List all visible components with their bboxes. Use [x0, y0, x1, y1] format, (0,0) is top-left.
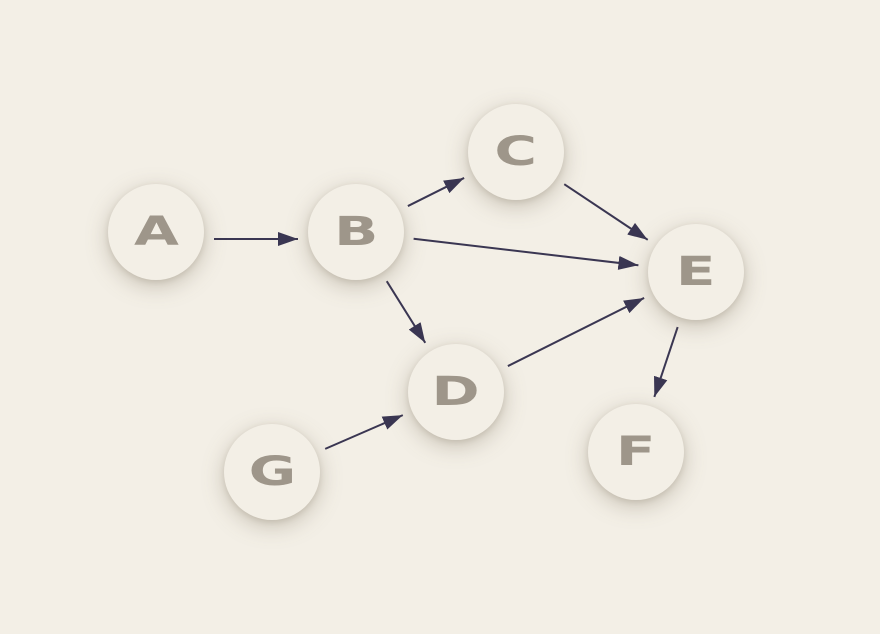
- node-label: F: [616, 429, 656, 475]
- node-d[interactable]: D: [408, 344, 504, 440]
- node-label: G: [248, 449, 296, 495]
- node-c[interactable]: C: [468, 104, 564, 200]
- node-b[interactable]: B: [308, 184, 404, 280]
- node-e[interactable]: E: [648, 224, 744, 320]
- edge-b-e: [413, 237, 639, 270]
- node-label: A: [133, 209, 179, 255]
- edge-b-d: [385, 280, 427, 344]
- node-g[interactable]: G: [224, 424, 320, 520]
- edge-b-c: [407, 177, 465, 207]
- edge-e-f: [653, 326, 679, 398]
- node-f[interactable]: F: [588, 404, 684, 500]
- edge-c-e: [563, 183, 649, 241]
- node-label: D: [431, 369, 481, 415]
- node-label: B: [333, 209, 379, 255]
- node-label: C: [494, 129, 538, 175]
- node-label: E: [676, 249, 716, 295]
- edge-d-e: [507, 297, 645, 367]
- node-a[interactable]: A: [108, 184, 204, 280]
- edge-g-d: [324, 414, 404, 450]
